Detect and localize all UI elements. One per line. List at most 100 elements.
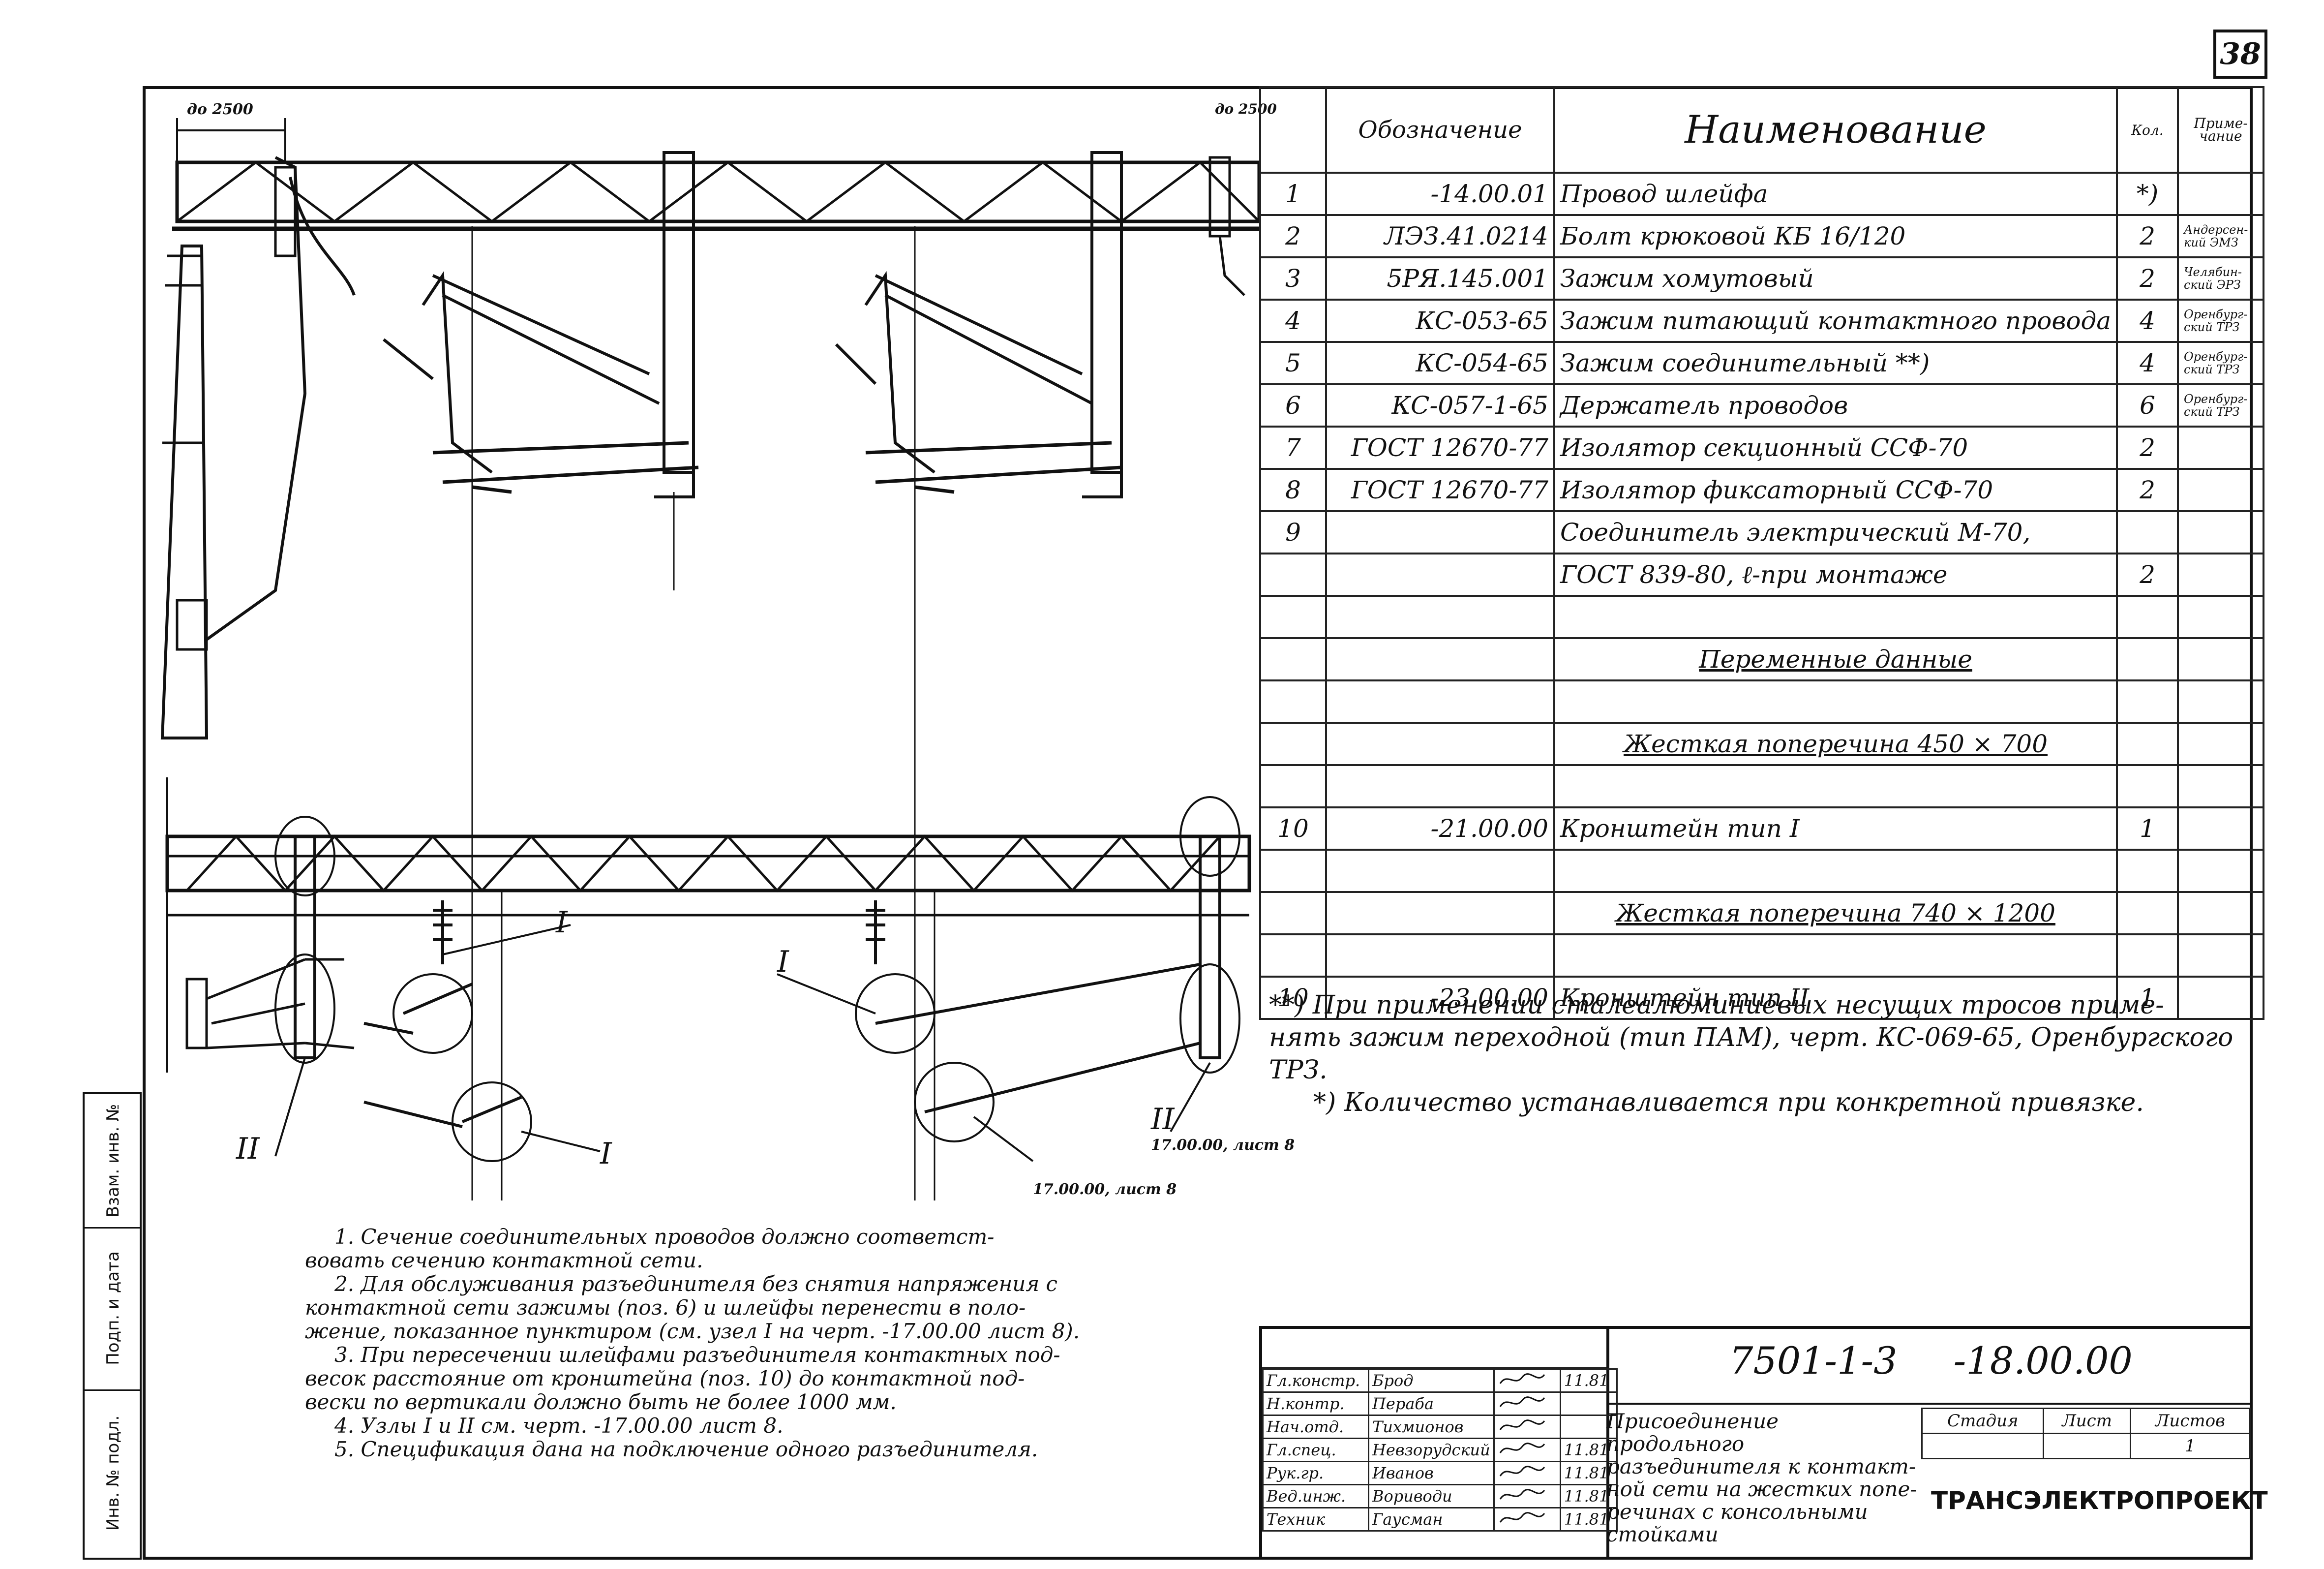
spec-cell-qty (2116, 891, 2179, 935)
signature-role: Рук.гр. (1262, 1461, 1369, 1485)
spec-cell-note (2177, 933, 2264, 978)
spec-header-pos (1259, 86, 1327, 174)
spec-cell-qty: *) (2116, 172, 2179, 216)
general-note-line: весок расстояние от кронштейна (поз. 10)… (305, 1366, 1025, 1390)
spec-cell-note (2177, 553, 2264, 597)
spec-row (1259, 595, 2264, 639)
spec-cell-note (2177, 679, 2264, 724)
spec-cell-pos (1259, 933, 1327, 978)
general-note-line: 4. Узлы I и II см. черт. -17.00.00 лист … (334, 1414, 784, 1438)
spec-cell-qty: 1 (2116, 976, 2179, 1020)
spec-cell-name: Жесткая поперечина 450 × 700 (1553, 722, 2118, 766)
spec-cell-name (1553, 595, 2118, 639)
signature-role: Нач.отд. (1262, 1415, 1369, 1439)
spec-cell-name: Изолятор секционный ССФ-70 (1553, 426, 2118, 470)
spec-cell-note: Оренбург-ский ТРЗ (2177, 383, 2264, 428)
spec-cell-note (2177, 172, 2264, 216)
signature-mark (1493, 1368, 1561, 1393)
spec-cell-note (2177, 806, 2264, 851)
drawing-code: 7501-1-3 (1729, 1339, 1898, 1383)
spec-header-row: Обозначение Наименование Кол. Приме-чани… (1259, 86, 2264, 174)
spec-cell-note (2177, 891, 2264, 935)
spec-cell-pos: 5 (1259, 341, 1327, 385)
spec-cell-qty: 4 (2116, 299, 2179, 343)
spec-cell-name: Переменные данные (1553, 637, 2118, 681)
spec-cell-note (2177, 637, 2264, 681)
signature-name: Иванов (1368, 1461, 1495, 1485)
spec-cell-qty: 2 (2116, 214, 2179, 258)
stamp-field-1: Взам. инв. № (103, 1104, 123, 1218)
spec-cell-code (1325, 553, 1555, 597)
signature-mark (1493, 1391, 1561, 1416)
spec-cell-name (1553, 679, 2118, 724)
spec-row: Жесткая поперечина 450 × 700 (1259, 722, 2264, 766)
spec-cell-code: 5РЯ.145.001 (1325, 256, 1555, 301)
general-note-line: 5. Спецификация дана на подключение одно… (334, 1437, 1038, 1461)
sheet-number: 38 (2213, 30, 2267, 79)
spec-cell-pos: 7 (1259, 426, 1327, 470)
signature-name: Невзорудский (1368, 1438, 1495, 1462)
spec-cell-code (1325, 891, 1555, 935)
signature-name: Брод (1368, 1368, 1495, 1393)
general-note-line: вески по вертикали должно быть не более … (305, 1390, 897, 1414)
footnotes: **) При применении сталеалюминиевых несу… (1269, 989, 2243, 1119)
general-note-line: вовать сечению контактной сети. (305, 1248, 703, 1272)
signature-date: 11.81 (1559, 1438, 1618, 1462)
specification-table: Обозначение Наименование Кол. Приме-чани… (1259, 86, 2264, 1020)
signature-role: Вед.инж. (1262, 1484, 1369, 1508)
spec-cell-note: Андерсен-кий ЭМЗ (2177, 214, 2264, 258)
spec-cell-note: Челябин-ский ЭРЗ (2177, 256, 2264, 301)
spec-cell-code (1325, 933, 1555, 978)
sheets-header: Листов (2129, 1408, 2251, 1434)
spec-cell-pos (1259, 891, 1327, 935)
sheet-header: Лист (2043, 1408, 2131, 1434)
spec-cell-qty (2116, 722, 2179, 766)
sheet-value (2043, 1433, 2131, 1459)
spec-cell-qty: 2 (2116, 256, 2179, 301)
node-ref-II: 17.00.00, лист 8 (1151, 1137, 1295, 1154)
spec-cell-code (1325, 595, 1555, 639)
spec-header-note: Приме-чание (2177, 86, 2264, 174)
spec-cell-note (2177, 849, 2264, 893)
spec-cell-note (2177, 764, 2264, 808)
spec-cell-pos: 3 (1259, 256, 1327, 301)
sheets-value: 1 (2129, 1433, 2251, 1459)
drawing-number: -18.00.00 (1953, 1339, 2133, 1383)
spec-cell-qty: 2 (2116, 426, 2179, 470)
spec-cell-qty: 6 (2116, 383, 2179, 428)
spec-cell-code: ГОСТ 12670-77 (1325, 426, 1555, 470)
spec-cell-code (1325, 637, 1555, 681)
signature-mark (1493, 1438, 1561, 1462)
signature-date: 11.81 (1559, 1461, 1618, 1485)
spec-cell-note (2177, 468, 2264, 512)
node-ref-I: 17.00.00, лист 8 (1033, 1181, 1177, 1198)
spec-cell-qty (2116, 933, 2179, 978)
footnote-line-2: нять зажим переходной (тип ПАМ), черт. К… (1269, 1023, 2233, 1085)
spec-cell-name: Зажим питающий контактного провода (1553, 299, 2118, 343)
node-label-II-1: II (236, 1132, 260, 1166)
spec-cell-name: Болт крюковой КБ 16/120 (1553, 214, 2118, 258)
spec-cell-name (1553, 764, 2118, 808)
stage-value (1921, 1433, 2045, 1459)
spec-cell-qty: 2 (2116, 468, 2179, 512)
spec-cell-pos (1259, 553, 1327, 597)
spec-cell-name: Провод шлейфа (1553, 172, 2118, 216)
spec-cell-code: ГОСТ 12670-77 (1325, 468, 1555, 512)
signature-date: 11.81 (1559, 1484, 1618, 1508)
spec-row (1259, 933, 2264, 978)
spec-row (1259, 849, 2264, 893)
spec-cell-code: КС-053-65 (1325, 299, 1555, 343)
spec-header-name: Наименование (1553, 86, 2118, 174)
signature-row: Рук.гр.Иванов 11.81 (1262, 1461, 1618, 1485)
spec-cell-code (1325, 722, 1555, 766)
signature-row: Нач.отд.Тихмионов (1262, 1415, 1618, 1439)
